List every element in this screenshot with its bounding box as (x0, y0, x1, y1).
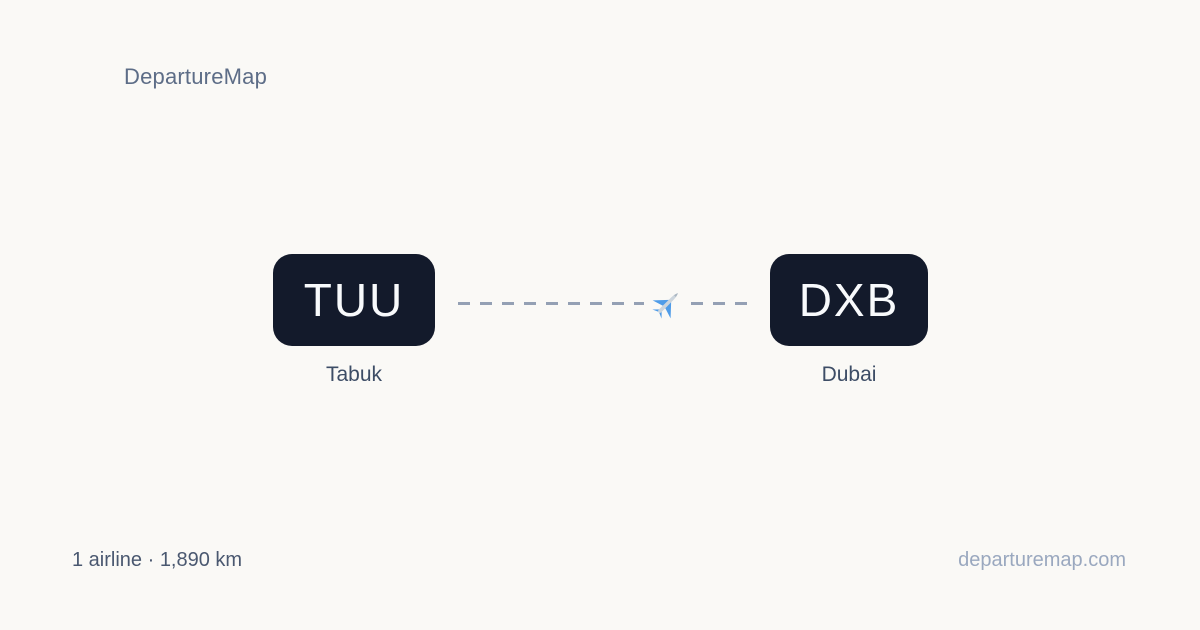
origin-city-label: Tabuk (325, 363, 383, 386)
route-stats: 1 airline · 1,890 km (72, 549, 243, 571)
origin-airport-code: TUU (303, 274, 405, 326)
website-url: departuremap.com (958, 549, 1126, 571)
brand-logo: DepartureMap (124, 64, 268, 89)
destination-airport-code: DXB (798, 274, 900, 326)
destination-city-label: Dubai (821, 363, 877, 386)
route-dashed-line-left (458, 302, 644, 305)
destination-code-box: DXB (770, 254, 928, 346)
airplane-icon (652, 293, 678, 319)
origin-code-box: TUU (273, 254, 435, 346)
route-dashed-line-right (691, 302, 748, 305)
